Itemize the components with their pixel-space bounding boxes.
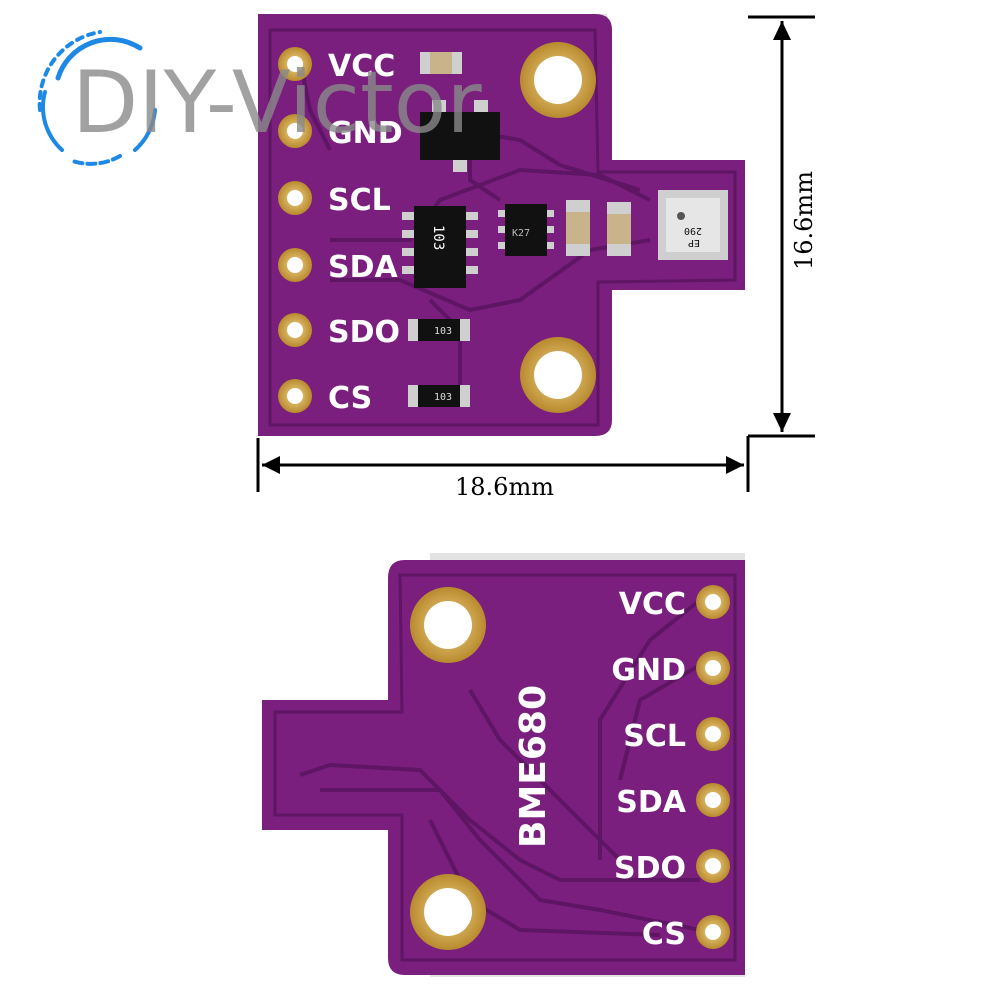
back-board: VCC GND SCL SDA SDO CS BME680 <box>262 553 745 977</box>
front-mounting-holes <box>520 42 596 413</box>
width-dimension-label: 18.6mm <box>455 473 554 501</box>
front-resistors: 103 103 <box>408 319 470 407</box>
front-top-capacitor <box>420 52 462 74</box>
height-dimension-label: 16.6mm <box>790 171 818 270</box>
front-pad-hole <box>287 56 303 72</box>
back-label-cs: CS <box>642 917 686 952</box>
back-board-outline-trace <box>273 573 737 962</box>
back-pin-pads <box>696 585 730 949</box>
front-bme680-sensor: 290 EP <box>658 190 728 260</box>
front-label-cs: CS <box>328 381 372 416</box>
front-sensor-marking-line2: EP <box>688 237 700 248</box>
back-mounting-hole-bottom-bore <box>424 888 472 936</box>
front-resistor-network-chip: 103 <box>402 206 478 288</box>
front-resistor-1-marking: 103 <box>434 326 452 337</box>
back-label-scl: SCL <box>623 719 686 754</box>
back-part-name: BME680 <box>513 685 554 848</box>
width-dim-arrow-left <box>262 456 280 474</box>
sensor-vent-hole <box>677 212 685 220</box>
front-sensor-marking-line1: 290 <box>684 225 702 236</box>
back-label-sdo: SDO <box>614 851 686 886</box>
height-dim-arrow-bottom <box>773 413 791 432</box>
back-label-vcc: VCC <box>619 587 686 622</box>
front-label-scl: SCL <box>328 183 391 218</box>
height-dim-arrow-top <box>773 21 791 40</box>
front-pin-labels: VCC GND SCL SDA SDO CS <box>328 49 403 416</box>
front-traces <box>298 59 651 395</box>
front-label-vcc: VCC <box>328 49 395 84</box>
front-pad-hole <box>287 190 303 206</box>
front-pad-hole <box>287 257 303 273</box>
front-vertical-capacitors <box>566 200 631 256</box>
front-resistor-2-marking: 103 <box>434 392 452 403</box>
back-traces <box>299 598 702 937</box>
back-label-sda: SDA <box>616 785 687 820</box>
front-mounting-hole-bottom-bore <box>534 351 582 399</box>
front-board-outline-trace <box>268 28 737 427</box>
front-resistor-1 <box>408 319 470 341</box>
front-regulator <box>420 100 500 172</box>
front-board: VCC GND SCL SDA SDO CS <box>258 14 745 436</box>
front-small-ic: K27 <box>498 204 554 256</box>
watermark: DIY-Victor <box>37 30 482 166</box>
width-dim-arrow-right <box>726 456 744 474</box>
front-pin-pads <box>278 47 312 413</box>
watermark-logo-icon <box>37 30 157 166</box>
back-pin-labels: VCC GND SCL SDA SDO CS <box>611 587 686 952</box>
front-pad-hole <box>287 322 303 338</box>
front-chip-marking: 103 <box>430 225 446 250</box>
back-mounting-hole-top-bore <box>424 601 472 649</box>
back-label-gnd: GND <box>611 653 686 688</box>
front-small-ic-marking: K27 <box>512 228 530 239</box>
front-resistor-2 <box>408 385 470 407</box>
front-pad-hole <box>287 388 303 404</box>
front-label-sdo: SDO <box>328 315 400 350</box>
front-pad-hole <box>287 123 303 139</box>
front-board-pcb <box>258 14 745 436</box>
front-label-sda: SDA <box>328 250 399 285</box>
watermark-text: DIY-Victor <box>72 53 482 153</box>
front-label-gnd: GND <box>328 116 403 151</box>
back-board-pcb <box>262 560 745 975</box>
dimension-lines <box>256 15 815 492</box>
front-mounting-hole-top-bore <box>534 56 582 104</box>
